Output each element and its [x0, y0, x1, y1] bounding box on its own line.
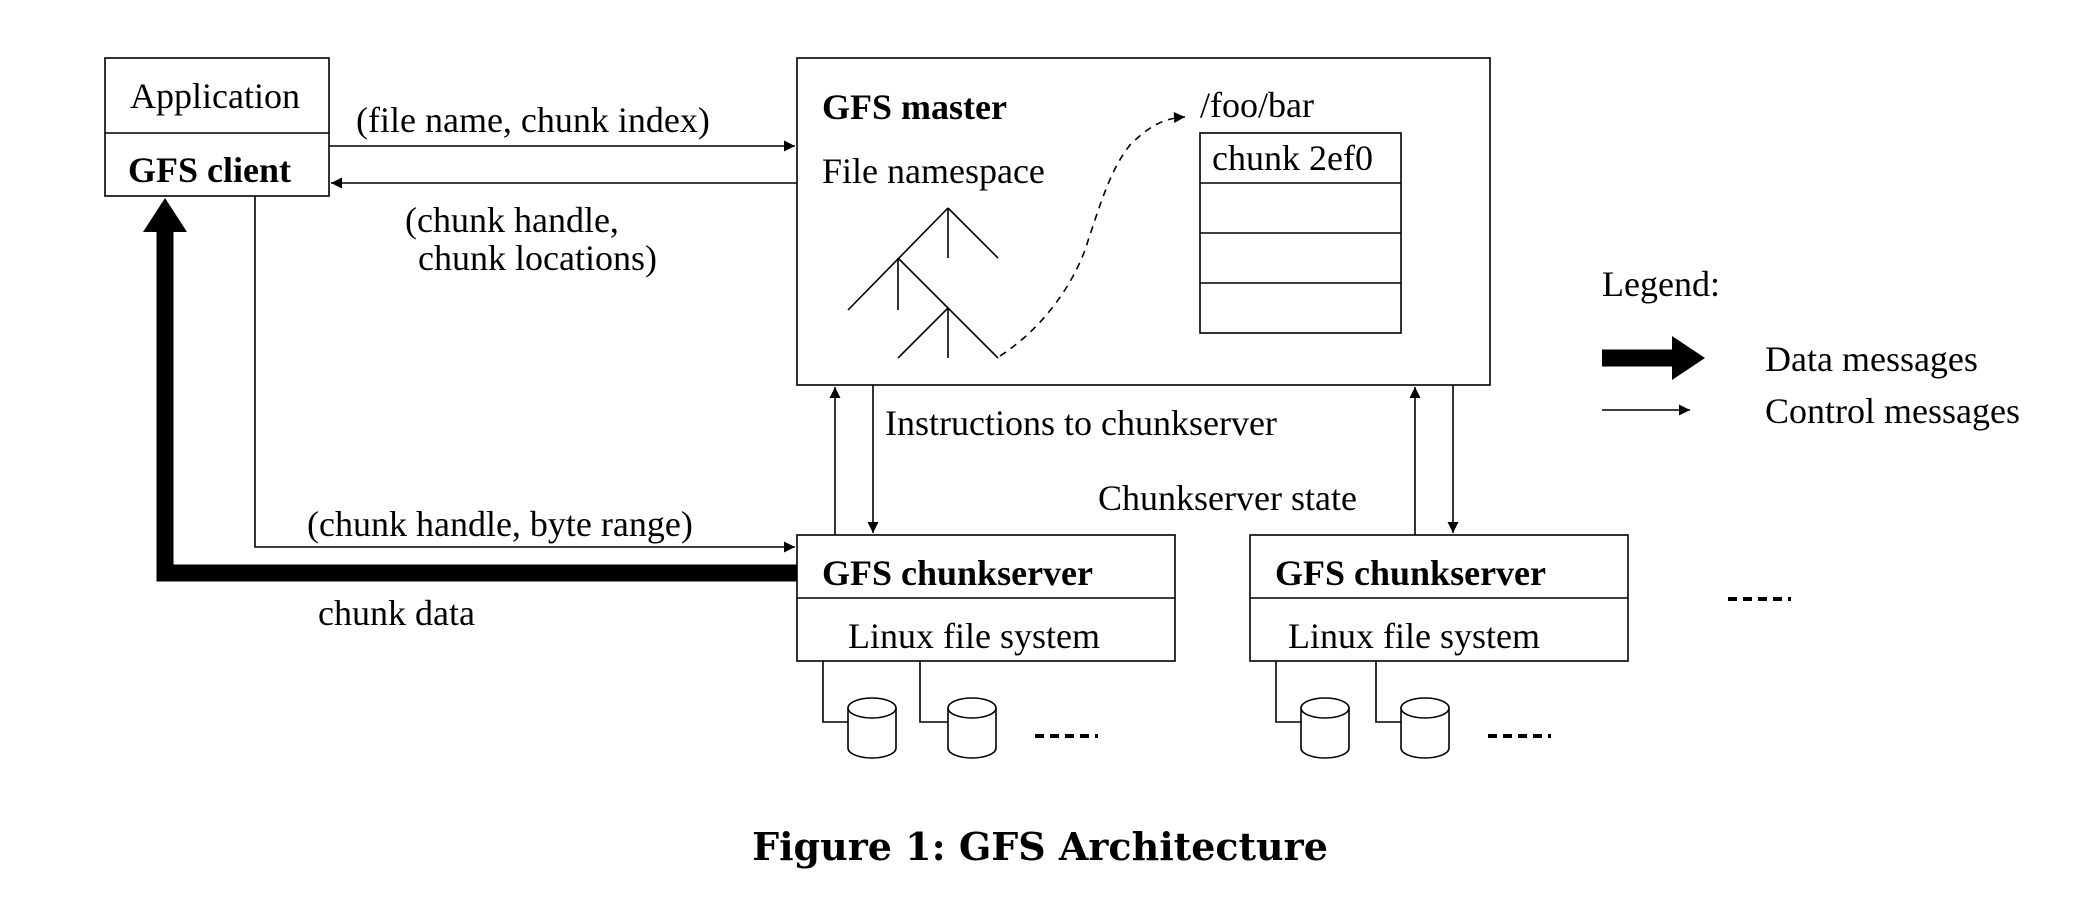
- namespace-to-chunk-link: [999, 112, 1186, 357]
- disk-icon: [847, 697, 897, 759]
- disk-icon: [947, 697, 997, 759]
- disk-icon: [1300, 697, 1350, 759]
- chunk-data-label: chunk data: [318, 593, 475, 633]
- gfs-client-label: GFS client: [128, 150, 291, 190]
- legend-data-label: Data messages: [1765, 339, 1978, 379]
- reply-label-line2: chunk locations): [418, 238, 657, 278]
- chunkserver-2: GFS chunkserver Linux file system: [1249, 534, 1629, 759]
- namespace-tree-icon: [847, 207, 999, 359]
- client-box: Application GFS client: [104, 57, 330, 197]
- instructions-label: Instructions to chunkserver: [885, 403, 1277, 443]
- data-request-arrow: [254, 196, 795, 553]
- chunk-data-arrow: [143, 198, 797, 582]
- data-request-label: (chunk handle, byte range): [307, 504, 693, 544]
- legend-control-label: Control messages: [1765, 391, 2020, 431]
- file-namespace-label: File namespace: [822, 151, 1045, 191]
- chunkserver-2-title: GFS chunkserver: [1275, 553, 1546, 593]
- chunk-table: chunk 2ef0: [1199, 132, 1402, 334]
- legend-data-arrow-icon: [1602, 336, 1705, 380]
- master-title: GFS master: [822, 87, 1007, 127]
- disk-icon: [1400, 697, 1450, 759]
- legend: Legend: Data messages Control messages: [1602, 264, 2020, 431]
- chunkserver-1-title: GFS chunkserver: [822, 553, 1093, 593]
- legend-title: Legend:: [1602, 264, 1720, 304]
- master-box: GFS master File namespace /foo/bar chunk…: [796, 57, 1491, 386]
- application-label: Application: [130, 76, 300, 116]
- chunkserver-1-fs: Linux file system: [848, 616, 1100, 656]
- request-label: (file name, chunk index): [356, 100, 710, 140]
- chunkserver-1: GFS chunkserver Linux file system: [796, 534, 1176, 759]
- reply-label-line1: (chunk handle,: [405, 200, 619, 240]
- chunk-handle-label: chunk 2ef0: [1212, 138, 1373, 178]
- chunkserver-2-fs: Linux file system: [1288, 616, 1540, 656]
- path-label: /foo/bar: [1200, 85, 1314, 125]
- figure-caption: Figure 1: GFS Architecture: [752, 824, 1328, 869]
- state-label: Chunkserver state: [1098, 478, 1357, 518]
